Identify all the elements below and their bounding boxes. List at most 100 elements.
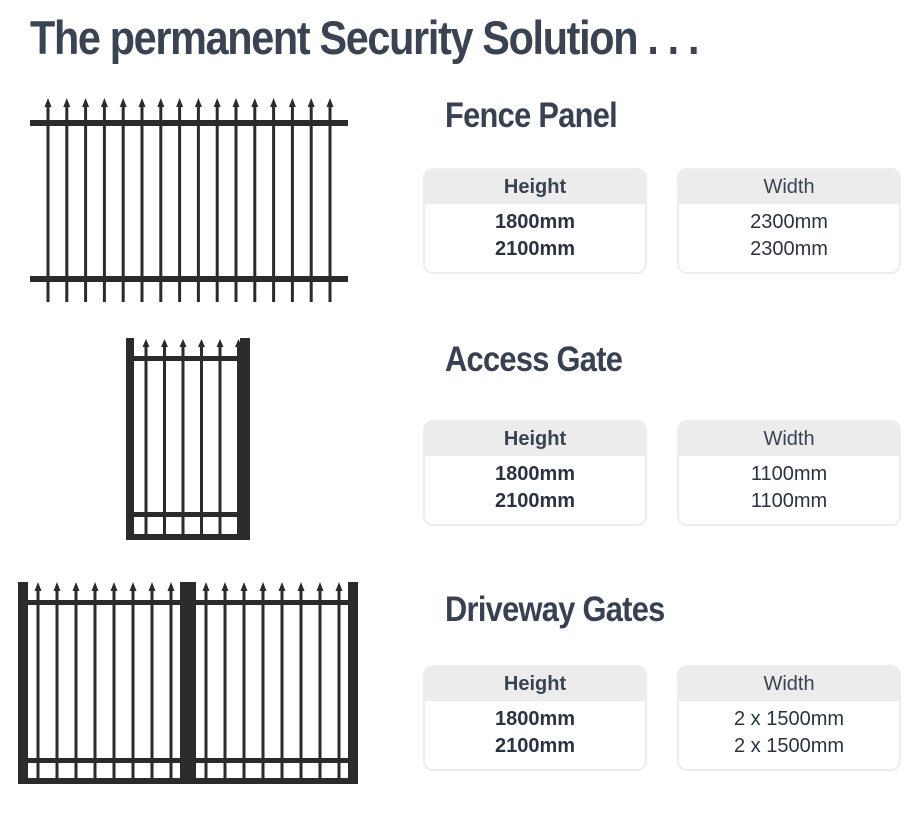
fence-picket	[140, 106, 144, 302]
fence-picket	[159, 106, 163, 302]
fence-picket	[290, 106, 294, 302]
fence-picket	[36, 590, 40, 778]
spear-top-icon	[316, 582, 324, 591]
fence-picket	[102, 106, 106, 302]
fence-top-rail	[30, 120, 348, 126]
product-name-driveway-gates: Driveway Gates	[445, 590, 665, 629]
fence-picket	[299, 590, 303, 778]
spear-top-icon	[53, 582, 61, 591]
fence-picket	[163, 346, 166, 534]
fence-picket	[169, 590, 173, 778]
width-header: Width	[679, 667, 899, 701]
height-spec-box: Height 1800mm 2100mm	[423, 420, 647, 526]
spear-top-icon	[129, 582, 137, 591]
gate-top-rail	[126, 356, 250, 361]
spear-top-icon	[213, 98, 221, 107]
spear-top-icon	[110, 582, 118, 591]
spear-top-icon	[161, 339, 168, 347]
spear-top-icon	[72, 582, 80, 591]
fence-picket	[84, 106, 88, 302]
width-value: 2 x 1500mm	[733, 708, 845, 730]
height-value: 2100mm	[494, 238, 576, 260]
height-value: 1800mm	[494, 708, 576, 730]
fence-picket	[46, 106, 50, 302]
fence-picket	[261, 590, 265, 778]
fence-picket	[242, 590, 246, 778]
product-name-access-gate: Access Gate	[445, 340, 623, 379]
fence-picket	[318, 590, 322, 778]
spear-top-icon	[307, 98, 315, 107]
spear-top-icon	[119, 98, 127, 107]
spear-top-icon	[270, 98, 278, 107]
width-spec-box: Width 2 x 1500mm 2 x 1500mm	[677, 665, 901, 771]
fence-picket	[280, 590, 284, 778]
spear-top-icon	[278, 582, 286, 591]
height-value: 1800mm	[494, 211, 576, 233]
spear-top-icon	[148, 582, 156, 591]
driveway-gate-bars	[34, 582, 343, 778]
driveway-right-post	[348, 582, 358, 784]
spear-top-icon	[235, 339, 242, 347]
fence-picket	[272, 106, 276, 302]
fence-picket	[204, 590, 208, 778]
spear-top-icon	[198, 339, 205, 347]
height-header: Height	[425, 422, 645, 456]
spear-top-icon	[297, 582, 305, 591]
driveway-left-post	[18, 582, 28, 784]
fence-picket	[309, 106, 313, 302]
fence-picket	[178, 106, 182, 302]
spear-top-icon	[240, 582, 248, 591]
spear-top-icon	[326, 98, 334, 107]
fence-picket	[181, 346, 185, 534]
fence-picket	[196, 106, 200, 302]
spear-top-icon	[100, 98, 108, 107]
fence-picket	[150, 590, 154, 778]
fence-panel-illustration	[30, 98, 348, 302]
spear-top-icon	[34, 582, 42, 591]
spear-top-icon	[82, 98, 90, 107]
spear-top-icon	[335, 582, 343, 591]
fence-picket	[223, 590, 227, 778]
height-spec-box: Height 1800mm 2100mm	[423, 665, 647, 771]
fence-panel-bars	[44, 98, 334, 302]
driveway-center-post	[180, 582, 196, 784]
spear-top-icon	[221, 582, 229, 591]
width-spec-box: Width 1100mm 1100mm	[677, 420, 901, 526]
spear-top-icon	[216, 339, 224, 347]
width-spec-box: Width 2300mm 2300mm	[677, 168, 901, 274]
height-spec-box: Height 1800mm 2100mm	[423, 168, 647, 274]
fence-picket	[131, 590, 135, 778]
fence-bottom-rail	[30, 276, 348, 282]
spear-top-icon	[138, 98, 146, 107]
driveway-top-rail	[18, 600, 358, 605]
spear-top-icon	[179, 339, 187, 347]
width-value: 2300mm	[750, 211, 828, 233]
width-header: Width	[679, 170, 899, 204]
spear-top-icon	[167, 582, 175, 591]
width-value: 1100mm	[750, 490, 828, 512]
spear-top-icon	[157, 98, 165, 107]
height-value: 2100mm	[494, 735, 576, 757]
fence-picket	[253, 106, 257, 302]
access-gate-bars	[142, 339, 242, 534]
spear-top-icon	[202, 582, 210, 591]
gate-left-post	[126, 338, 134, 540]
spear-top-icon	[63, 98, 71, 107]
fence-picket	[215, 106, 219, 302]
width-header: Width	[679, 422, 899, 456]
width-value: 2300mm	[750, 238, 828, 260]
fence-picket	[144, 346, 148, 534]
access-gate-illustration	[126, 338, 250, 540]
gate-bottom-rail	[126, 534, 250, 540]
fence-picket	[237, 346, 240, 534]
spear-top-icon	[176, 98, 184, 107]
fence-picket	[218, 346, 222, 534]
height-header: Height	[425, 667, 645, 701]
fence-picket	[93, 590, 97, 778]
fence-picket	[234, 106, 238, 302]
fence-picket	[65, 106, 69, 302]
driveway-gates-illustration	[18, 582, 358, 784]
height-value: 2100mm	[494, 490, 576, 512]
spear-top-icon	[288, 98, 296, 107]
fence-picket	[74, 590, 78, 778]
